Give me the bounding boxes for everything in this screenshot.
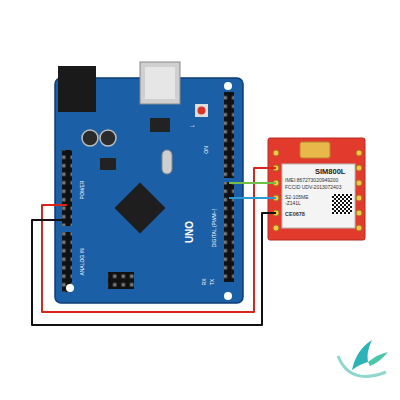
drawing-part <box>356 225 362 231</box>
wire <box>42 168 268 312</box>
imei-text: IMEI:867273020949200 <box>285 178 338 183</box>
ce-mark: CE0678 <box>285 212 305 218</box>
reset-button <box>195 104 208 117</box>
reset-cap <box>198 107 206 115</box>
analog-header <box>62 232 72 292</box>
qr-code <box>332 194 352 214</box>
header-pins <box>224 92 234 178</box>
header-label: ANALOG IN <box>80 248 85 275</box>
wire <box>32 213 268 325</box>
usb-face <box>145 67 175 99</box>
model-text: S2-105ME <box>285 195 309 200</box>
antenna-part <box>300 142 330 158</box>
pin-label: TX <box>210 279 215 285</box>
mounting-hole <box>224 82 232 90</box>
mounting-hole <box>66 284 74 292</box>
header-pins <box>62 232 72 292</box>
usb-connector <box>140 62 180 104</box>
pin-holes <box>273 150 362 231</box>
header-label: DIGITAL (PWM~) <box>212 209 217 248</box>
gsm-module: SIM800L IMEI:867273020949200FCCID UDV-201… <box>268 138 365 240</box>
regulator <box>100 158 116 170</box>
digital-header <box>224 92 234 178</box>
drawing-part <box>356 180 362 186</box>
icsp-header <box>108 272 134 289</box>
module-pcb <box>268 138 365 240</box>
led-label: ON <box>204 146 209 154</box>
mounting-hole <box>224 292 232 300</box>
wire-stub <box>268 197 276 199</box>
capacitor <box>100 130 116 146</box>
arduino-board <box>55 62 243 303</box>
header-label: POWER <box>80 181 85 200</box>
pin-label: RX <box>202 279 207 286</box>
led-label: L <box>190 125 195 128</box>
capacitor <box>82 130 98 146</box>
microcontroller <box>115 183 166 234</box>
wire-stub <box>229 197 243 199</box>
header-pins <box>108 272 134 289</box>
drawing-part <box>356 165 362 171</box>
power-header <box>62 150 72 226</box>
model-text: -Z141L <box>285 201 301 206</box>
wire <box>243 197 268 199</box>
wire <box>243 182 268 184</box>
fcc-text: FCCID UDV-2013072403 <box>285 185 341 190</box>
wire-stub <box>229 182 243 184</box>
watermark-logo <box>338 340 388 376</box>
wire-stub <box>268 167 276 169</box>
qr-code <box>332 194 352 214</box>
drawing-part <box>356 150 362 156</box>
crystal <box>162 150 172 174</box>
wire-stub <box>268 212 276 214</box>
logo-wing <box>368 352 388 366</box>
logo-bird <box>352 340 372 370</box>
board-name: UNO <box>185 221 195 243</box>
wire-stub <box>55 204 67 206</box>
drawing-part <box>273 225 279 231</box>
drawing-part <box>273 150 279 156</box>
module-name: SIM800L <box>315 168 345 176</box>
header-pins <box>62 150 72 226</box>
wire-stub <box>268 182 276 184</box>
drawing-part <box>356 195 362 201</box>
wire-stub <box>55 219 67 221</box>
sim800l-module <box>268 138 365 240</box>
drawing-part <box>356 210 362 216</box>
module-label <box>282 164 355 228</box>
usb-chip <box>150 118 170 132</box>
dc-jack <box>58 66 96 112</box>
dc-jack <box>58 66 96 112</box>
